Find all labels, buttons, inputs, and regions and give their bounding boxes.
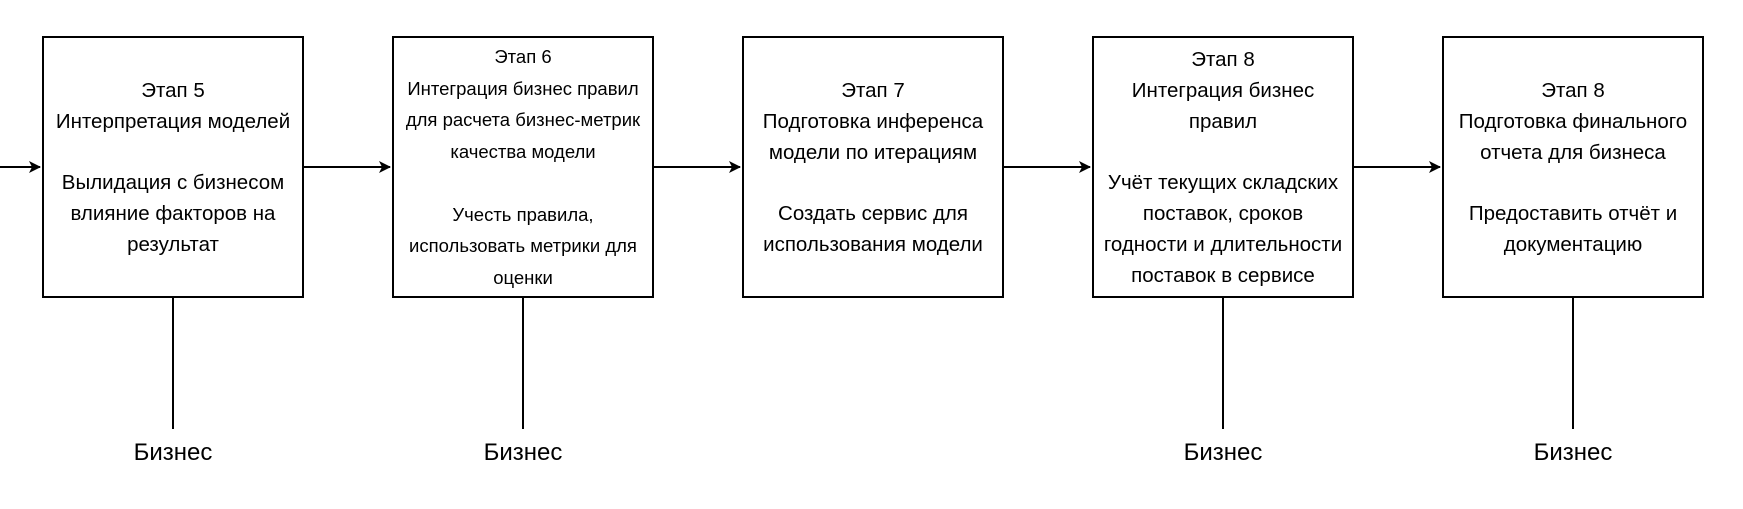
stage-title: Этап 7 (841, 78, 905, 102)
stage-detail: использовать метрики для (409, 235, 637, 256)
stage-title: Этап 6 (494, 46, 552, 67)
stage-subtitle: Подготовка финального (1458, 109, 1688, 133)
stage-box-6: Этап 6 Интеграция бизнес правил для расч… (392, 36, 654, 298)
actor-label-business: Бизнес (1183, 439, 1263, 466)
stage-box-5: Этап 5 Интерпретация моделей Вылидация с… (42, 36, 304, 298)
stage-detail: поставок, сроков (1142, 201, 1304, 225)
stage-subtitle: для расчета бизнес-метрик (405, 109, 641, 130)
stage-subtitle: Подготовка инференса (762, 109, 984, 133)
stage-detail: Предоставить отчёт и (1468, 201, 1678, 225)
stage-subtitle: отчета для бизнеса (1480, 140, 1666, 164)
stage-title: Этап 8 (1541, 78, 1605, 102)
stage-detail: оценки (493, 266, 553, 288)
actor-label-business: Бизнес (133, 439, 213, 466)
stage-subtitle: Интерпретация моделей (55, 109, 291, 133)
stage-detail: результат (127, 232, 219, 256)
stage-detail: использования модели (763, 232, 983, 256)
stage-title: Этап 8 (1191, 47, 1255, 71)
stage-detail: годности и длительности (1103, 232, 1343, 256)
stage-subtitle: Интеграция бизнес правил (407, 77, 639, 99)
actor-label-business: Бизнес (483, 439, 563, 466)
stage-detail: Создать сервис для (778, 201, 968, 225)
stage-title: Этап 5 (141, 78, 205, 102)
stage-detail: влияние факторов на (70, 201, 276, 225)
stage-subtitle: модели по итерациям (768, 140, 978, 164)
stage-detail: Учёт текущих складских (1107, 170, 1339, 194)
actor-label-business: Бизнес (1533, 439, 1613, 466)
stage-detail: Вылидация с бизнесом (61, 170, 285, 194)
stage-box-8-integration: Этап 8 Интеграция бизнес правил Учёт тек… (1092, 36, 1354, 298)
stage-box-7: Этап 7 Подготовка инференса модели по ит… (742, 36, 1004, 298)
stage-box-8-final-report: Этап 8 Подготовка финального отчета для … (1442, 36, 1704, 298)
stage-detail: документацию (1503, 232, 1643, 256)
stage-subtitle: правил (1188, 109, 1258, 133)
stage-subtitle: качества модели (450, 140, 596, 162)
stage-detail: Учесть правила, (452, 203, 594, 225)
stage-subtitle: Интеграция бизнес (1131, 78, 1315, 102)
stage-detail: поставок в сервисе (1131, 263, 1315, 287)
